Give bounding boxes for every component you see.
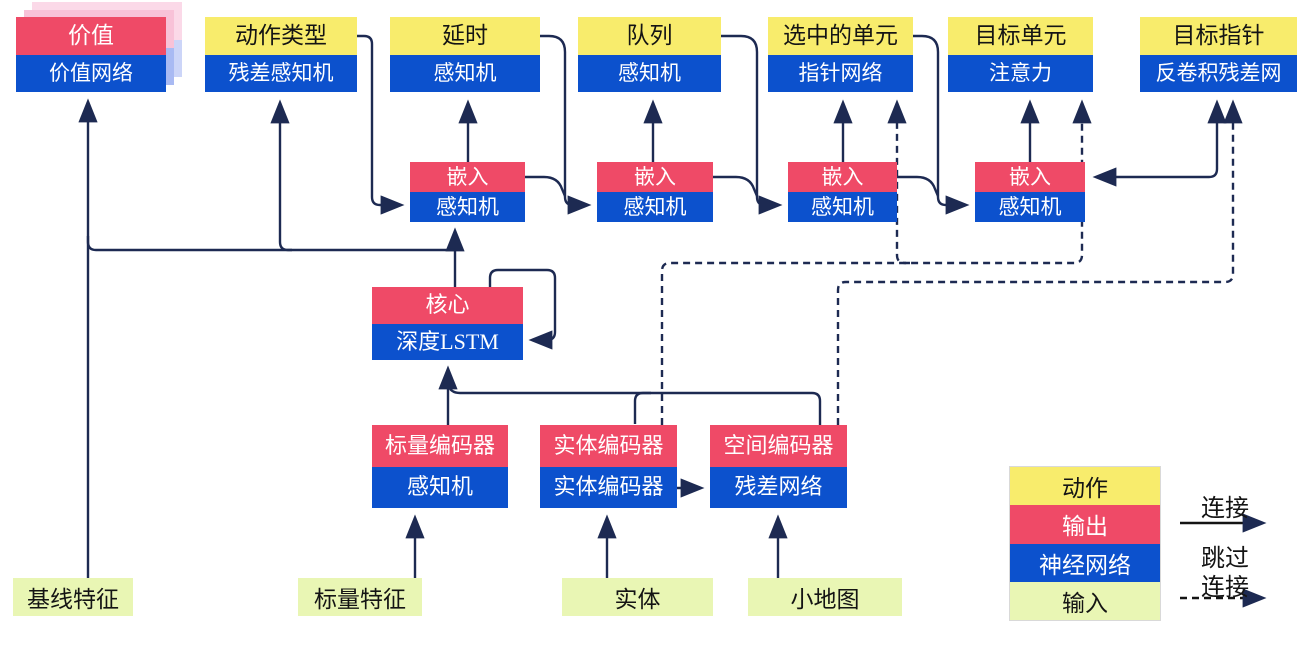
edge-core-self-loop (488, 268, 557, 350)
embed-4-mlp-label: 感知机 (975, 192, 1085, 222)
legend-skip-label-line2: 连接 (1201, 575, 1249, 601)
embed-3-label: 嵌入 (788, 162, 897, 192)
input-minimap: 小地图 (748, 578, 902, 616)
embed-2-mlp-label: 感知机 (597, 192, 713, 222)
embed-1-mlp-label: 感知机 (410, 192, 525, 222)
edge-spatial-merge-horizontal (446, 380, 822, 425)
embed-1-label: 嵌入 (410, 162, 525, 192)
legend-neural-network-swatch: 神经网络 (1010, 543, 1160, 582)
edge-embed2-out-merge (713, 175, 759, 197)
input-entities: 实体 (562, 578, 713, 616)
legend-action-swatch: 动作 (1010, 467, 1160, 506)
queue-mlp-label: 感知机 (578, 54, 721, 92)
entity-encoder-label: 实体编码器 (540, 425, 677, 467)
edge-queue-side-down (721, 34, 783, 215)
deep-lstm-label: 深度LSTM (372, 323, 523, 360)
node-spatial-encoder: 空间编码器 残差网络 (710, 425, 847, 508)
input-scalar-features: 标量特征 (298, 578, 422, 616)
target-point-label: 目标指针 (1140, 17, 1297, 55)
core-label: 核心 (372, 287, 523, 324)
node-embed-4: 嵌入 感知机 (975, 162, 1085, 222)
node-action-type: 动作类型 残差感知机 (205, 17, 357, 92)
scalar-encoder-label: 标量编码器 (372, 425, 508, 467)
legend-output-swatch: 输出 (1010, 505, 1160, 544)
embed-4-label: 嵌入 (975, 162, 1085, 192)
scalar-encoder-mlp-label: 感知机 (372, 466, 508, 508)
skip-entity-to-pointer (887, 99, 910, 265)
skip-entity-to-attention (660, 99, 1092, 425)
node-target-unit: 目标单元 注意力 (948, 17, 1093, 92)
legend-input-swatch: 输入 (1010, 581, 1160, 620)
edge-delay-side-down (540, 34, 592, 215)
edge-selected-side-down (913, 34, 970, 215)
edge-core-out-left (86, 236, 455, 252)
pointer-network-label: 指针网络 (768, 54, 913, 92)
queue-label: 队列 (578, 17, 721, 55)
node-target-point: 目标指针 反卷积残差网 (1140, 17, 1297, 92)
attention-label: 注意力 (948, 54, 1093, 92)
edge-embed4-right-to-targetpoint (1160, 99, 1227, 179)
edge-entity-merge-branch (633, 391, 651, 424)
node-embed-3: 嵌入 感知机 (788, 162, 897, 222)
action-type-label: 动作类型 (205, 17, 357, 55)
node-embed-2: 嵌入 感知机 (597, 162, 713, 222)
node-value: 价值 价值网络 (16, 17, 166, 92)
node-core: 核心 深度LSTM (372, 287, 523, 360)
residual-network-label: 残差网络 (710, 466, 847, 508)
node-delay: 延时 感知机 (390, 17, 540, 92)
delay-mlp-label: 感知机 (390, 54, 540, 92)
value-network-label: 价值网络 (16, 54, 166, 92)
residual-mlp-label: 残差感知机 (205, 54, 357, 92)
spatial-encoder-label: 空间编码器 (710, 425, 847, 467)
skip-spatial-to-targetpoint (836, 99, 1243, 425)
selected-units-label: 选中的单元 (768, 17, 913, 55)
delay-label: 延时 (390, 17, 540, 55)
embed-2-label: 嵌入 (597, 162, 713, 192)
edge-embed1-out-merge (525, 175, 567, 197)
target-unit-label: 目标单元 (948, 17, 1093, 55)
legend-connection-label: 连接 (1201, 496, 1249, 522)
legend: 动作 输出 神经网络 输入 (1009, 466, 1161, 621)
node-scalar-encoder: 标量编码器 感知机 (372, 425, 508, 508)
legend-skip-label-line1: 跳过 (1201, 546, 1249, 572)
edge-embed3-out-merge (897, 175, 940, 197)
edge-core-to-actiontype (270, 99, 292, 252)
embed-3-mlp-label: 感知机 (788, 192, 897, 222)
deconv-resnet-label: 反卷积残差网 (1140, 54, 1297, 92)
node-embed-1: 嵌入 感知机 (410, 162, 525, 222)
value-head-label: 价值 (16, 17, 166, 55)
edge-actiontype-to-embed1 (357, 34, 405, 215)
entity-encoder-net-label: 实体编码器 (540, 466, 677, 508)
node-selected-units: 选中的单元 指针网络 (768, 17, 913, 92)
node-entity-encoder: 实体编码器 实体编码器 (540, 425, 677, 508)
input-baseline-features: 基线特征 (13, 578, 133, 616)
node-queue: 队列 感知机 (578, 17, 721, 92)
